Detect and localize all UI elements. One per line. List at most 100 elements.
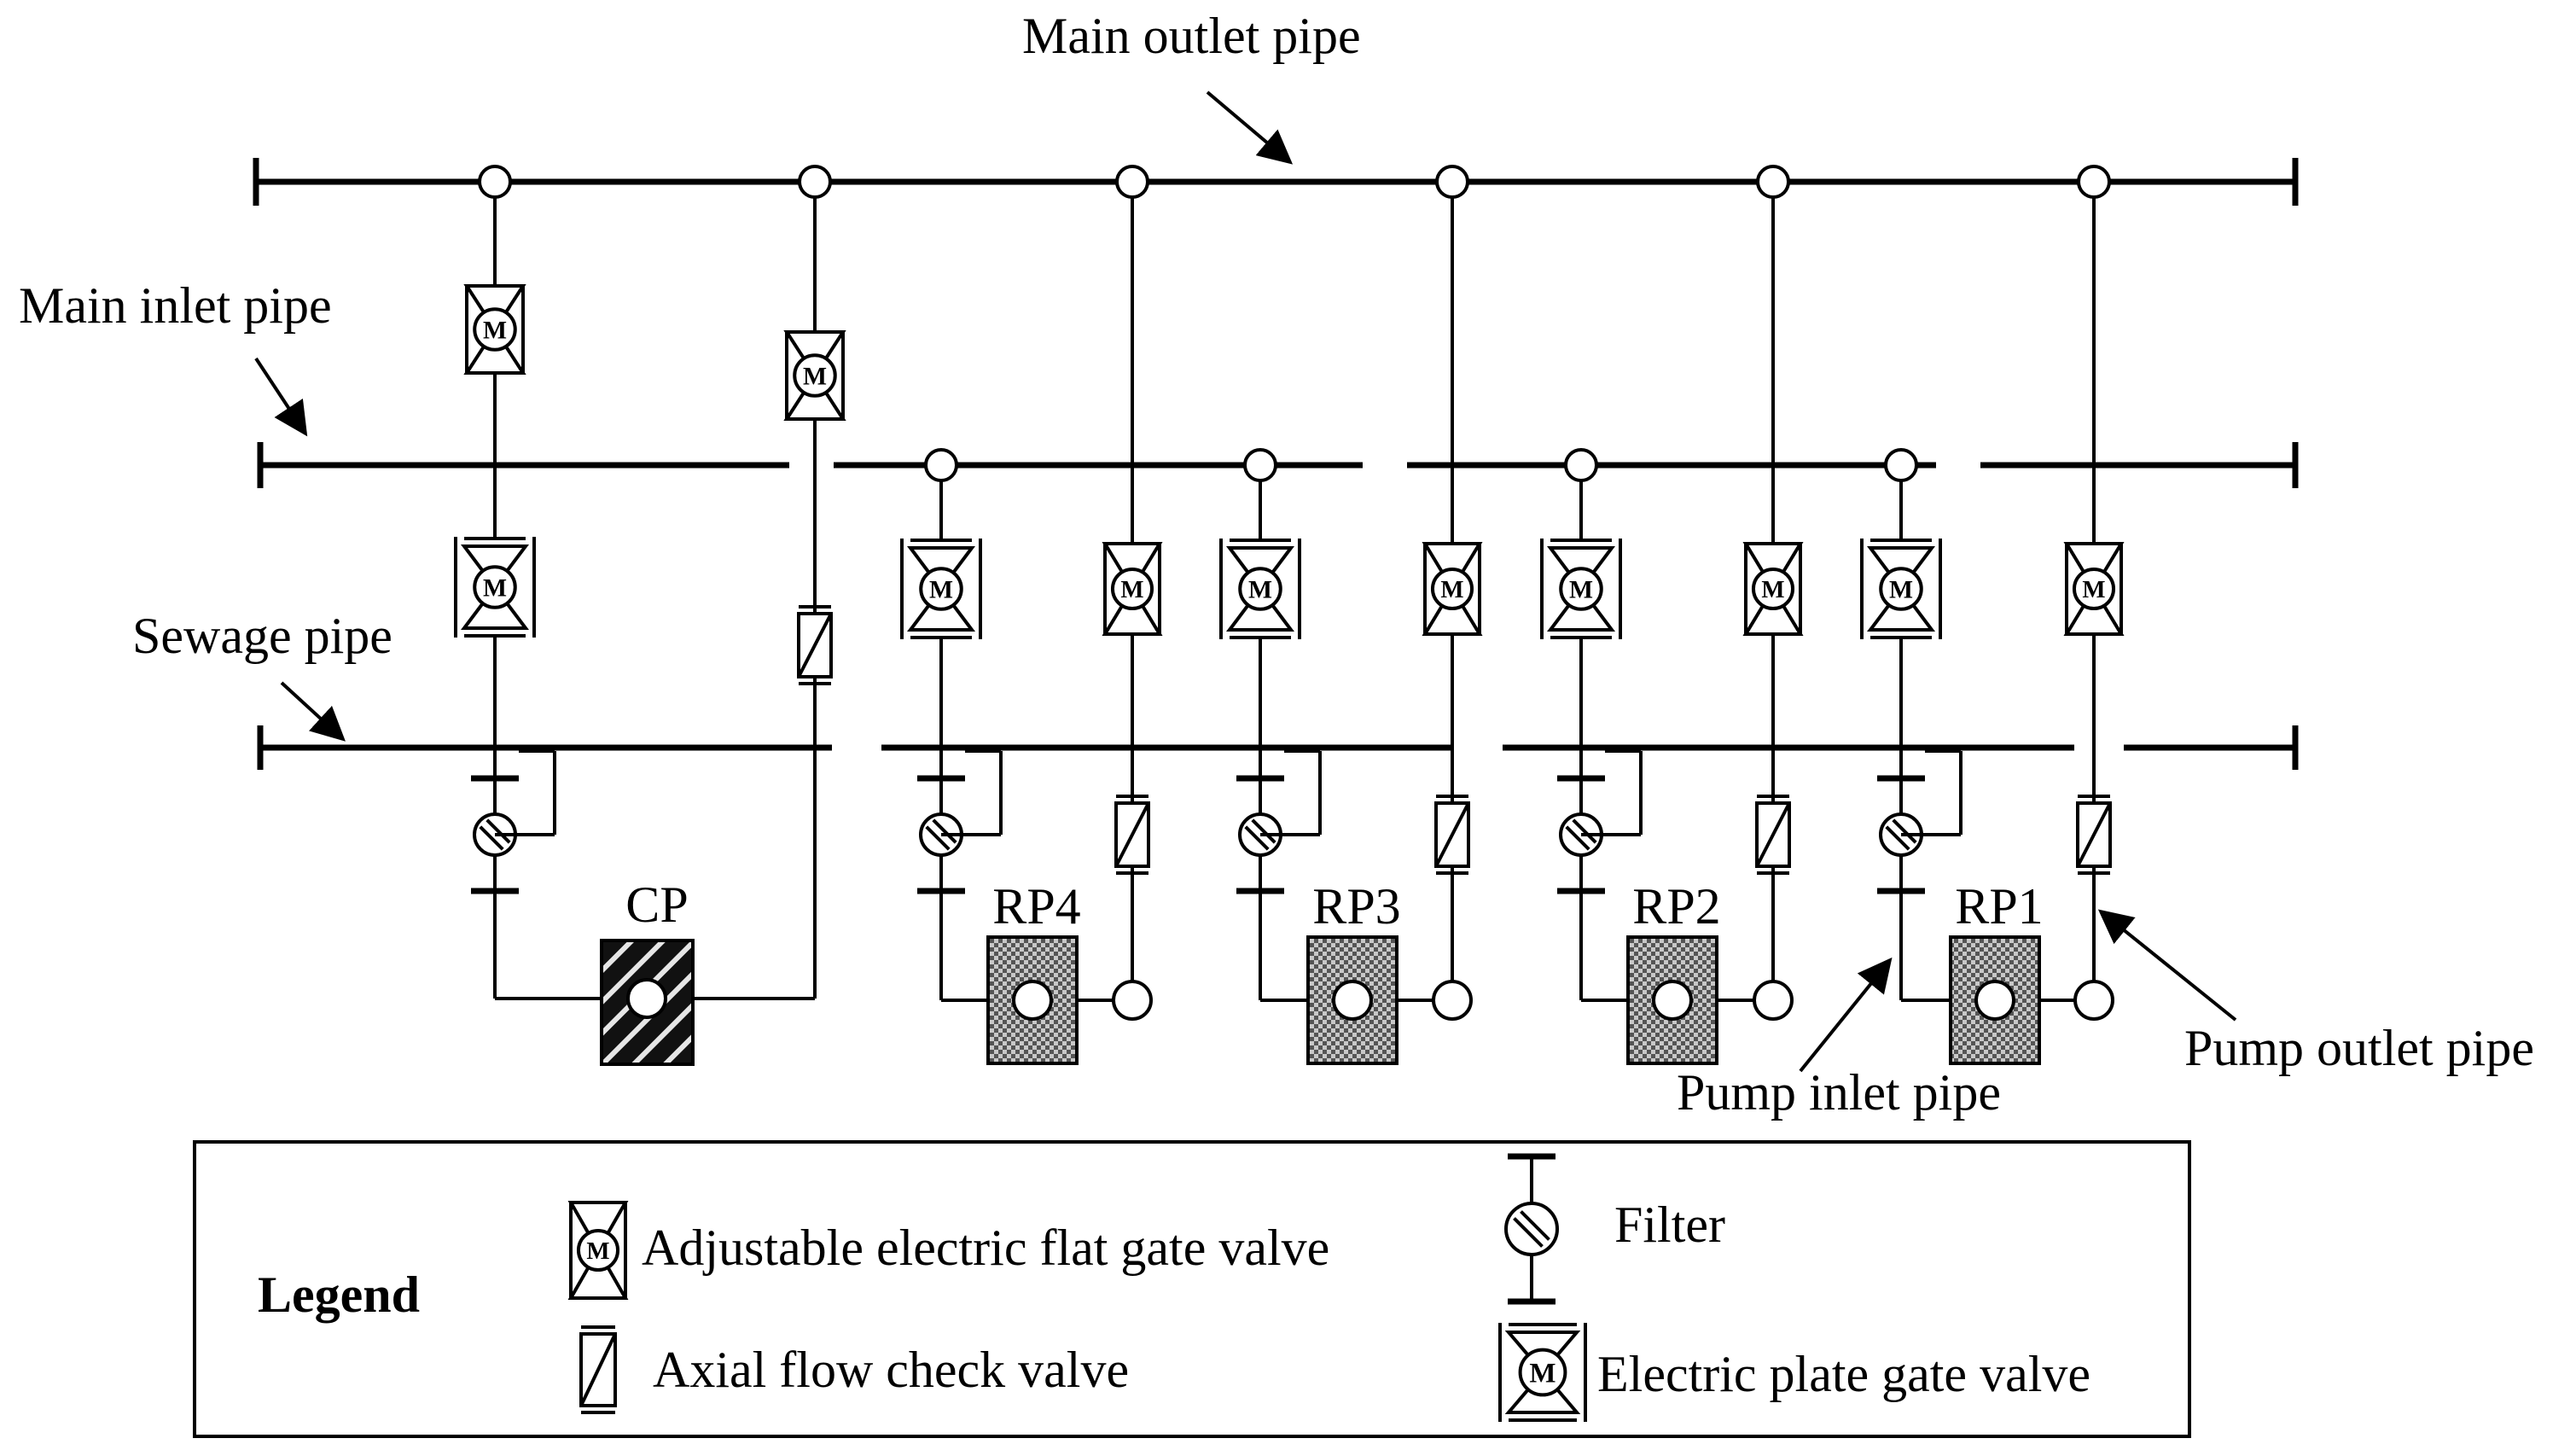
filter-icon bbox=[1504, 1153, 1559, 1305]
valve-motor bbox=[473, 307, 517, 352]
main-outlet-pipe-label: Main outlet pipe bbox=[1022, 8, 1361, 64]
valve-motor bbox=[793, 353, 837, 398]
axial-flow-check-valve-icon bbox=[797, 605, 833, 685]
pump-impeller bbox=[1974, 980, 2015, 1021]
adjustable-electric-flat-gate-valve-icon: M bbox=[567, 1201, 629, 1300]
valve-m-mark: M bbox=[1248, 576, 1272, 603]
sewage-pipe-arrow bbox=[280, 681, 346, 742]
valve-m-mark: M bbox=[1120, 576, 1143, 603]
main-inlet-pipe-arrow bbox=[254, 357, 308, 437]
valve-m-mark: M bbox=[1529, 1359, 1555, 1389]
filter-mesh bbox=[1251, 818, 1276, 844]
main-inlet-pipe-label: Main inlet pipe bbox=[19, 277, 332, 334]
junction-node bbox=[1564, 448, 1598, 482]
electric-plate-gate-valve-icon: M bbox=[1498, 1323, 1587, 1422]
legend-label-adjustable-gate: Adjustable electric flat gate valve bbox=[642, 1220, 1329, 1276]
valve-motor bbox=[1238, 567, 1282, 611]
valve-motor bbox=[1559, 567, 1603, 611]
valve-motor bbox=[1751, 567, 1795, 611]
filter-mesh bbox=[1244, 825, 1270, 851]
valve-flap bbox=[1755, 802, 1791, 867]
valve-flap bbox=[1434, 802, 1470, 867]
unit-rp1: M RP1 M bbox=[1860, 165, 2125, 1065]
valve-m-mark: M bbox=[483, 574, 507, 602]
filter-mesh bbox=[1565, 825, 1590, 851]
junction-node bbox=[1435, 165, 1469, 199]
pump-impeller bbox=[1332, 980, 1373, 1021]
legend: Legend M Adjustable electric flat gate v… bbox=[193, 1140, 2191, 1438]
axial-flow-check-valve-icon bbox=[1755, 795, 1791, 875]
junction-node bbox=[1884, 448, 1918, 482]
filter-mesh bbox=[479, 825, 504, 851]
filter-mesh bbox=[1520, 1210, 1550, 1241]
filter-body bbox=[1504, 1202, 1559, 1256]
valve-m-mark: M bbox=[1569, 576, 1593, 603]
pump-outlet-node bbox=[1112, 980, 1153, 1021]
valve-flap bbox=[579, 1333, 617, 1406]
valve-m-mark: M bbox=[1761, 576, 1784, 603]
adjustable-electric-flat-gate-valve-icon: M bbox=[2063, 542, 2125, 636]
adjustable-electric-flat-gate-valve-icon: M bbox=[567, 1201, 629, 1300]
adjustable-electric-flat-gate-valve-icon: M bbox=[1422, 542, 1483, 636]
filter-icon bbox=[1236, 775, 1284, 894]
electric-plate-gate-valve-icon: M bbox=[1860, 539, 1942, 639]
valve-motor bbox=[1518, 1348, 1567, 1397]
valve-motor bbox=[1879, 567, 1923, 611]
sewage-pipe-label: Sewage pipe bbox=[132, 608, 393, 664]
valve-m-mark: M bbox=[803, 363, 827, 390]
axial-flow-check-valve-icon bbox=[579, 1325, 617, 1414]
filter-mesh bbox=[925, 825, 951, 851]
adjustable-electric-flat-gate-valve-icon: M bbox=[1102, 542, 1163, 636]
legend-label-check-valve: Axial flow check valve bbox=[653, 1342, 1129, 1398]
filter-mesh bbox=[1885, 825, 1910, 851]
adjustable-electric-flat-gate-valve-icon: M bbox=[1742, 542, 1804, 636]
adjustable-electric-flat-gate-valve-icon: M bbox=[783, 330, 846, 421]
junction-node bbox=[924, 448, 958, 482]
valve-m-mark: M bbox=[1440, 576, 1463, 603]
pump-outlet-pipe-label: Pump outlet pipe bbox=[2184, 1020, 2534, 1076]
axial-flow-check-valve-icon bbox=[2076, 795, 2112, 875]
filter-mesh bbox=[1513, 1217, 1544, 1248]
filter-mesh bbox=[486, 818, 511, 844]
axial-flow-check-valve-icon bbox=[1114, 795, 1150, 875]
junction-node bbox=[1243, 448, 1277, 482]
electric-plate-gate-valve-icon: M bbox=[1540, 539, 1622, 639]
pump-outlet-node bbox=[2073, 980, 2114, 1021]
pump-inlet-pipe-arrow bbox=[1799, 957, 1893, 1073]
valve-motor bbox=[576, 1228, 620, 1272]
electric-plate-gate-valve-icon: M bbox=[454, 537, 536, 638]
main-outlet-pipe-arrow bbox=[1206, 90, 1294, 165]
pump-impeller bbox=[1012, 980, 1053, 1021]
filter-mesh bbox=[1892, 818, 1917, 844]
filter-icon bbox=[1504, 1153, 1559, 1305]
valve-motor bbox=[1110, 567, 1154, 611]
sewage-pipe bbox=[257, 725, 2299, 770]
valve-flap bbox=[797, 613, 833, 678]
pump-label-rp2: RP2 bbox=[1632, 878, 1720, 935]
filter-mesh bbox=[932, 818, 957, 844]
junction-node bbox=[1115, 165, 1149, 199]
main-outlet-pipe bbox=[253, 158, 2299, 206]
legend-title: Legend bbox=[258, 1267, 420, 1323]
main-inlet-pipe bbox=[257, 442, 2299, 488]
pump-outlet-node bbox=[1432, 980, 1473, 1021]
valve-m-mark: M bbox=[1889, 576, 1913, 603]
valve-motor bbox=[919, 567, 963, 611]
legend-label-filter: Filter bbox=[1614, 1197, 1725, 1253]
valve-m-mark: M bbox=[2082, 576, 2105, 603]
electric-plate-gate-valve-icon: M bbox=[1498, 1323, 1587, 1422]
pump-label-rp4: RP4 bbox=[992, 878, 1080, 935]
junction-node bbox=[798, 165, 832, 199]
junction-node bbox=[1756, 165, 1790, 199]
legend-box bbox=[193, 1140, 2191, 1438]
pump-label-rp1: RP1 bbox=[1955, 878, 2043, 935]
filter-mesh bbox=[1572, 818, 1597, 844]
valve-motor bbox=[2072, 567, 2116, 611]
valve-m-mark: M bbox=[586, 1237, 609, 1265]
axial-flow-check-valve-icon bbox=[579, 1325, 617, 1414]
